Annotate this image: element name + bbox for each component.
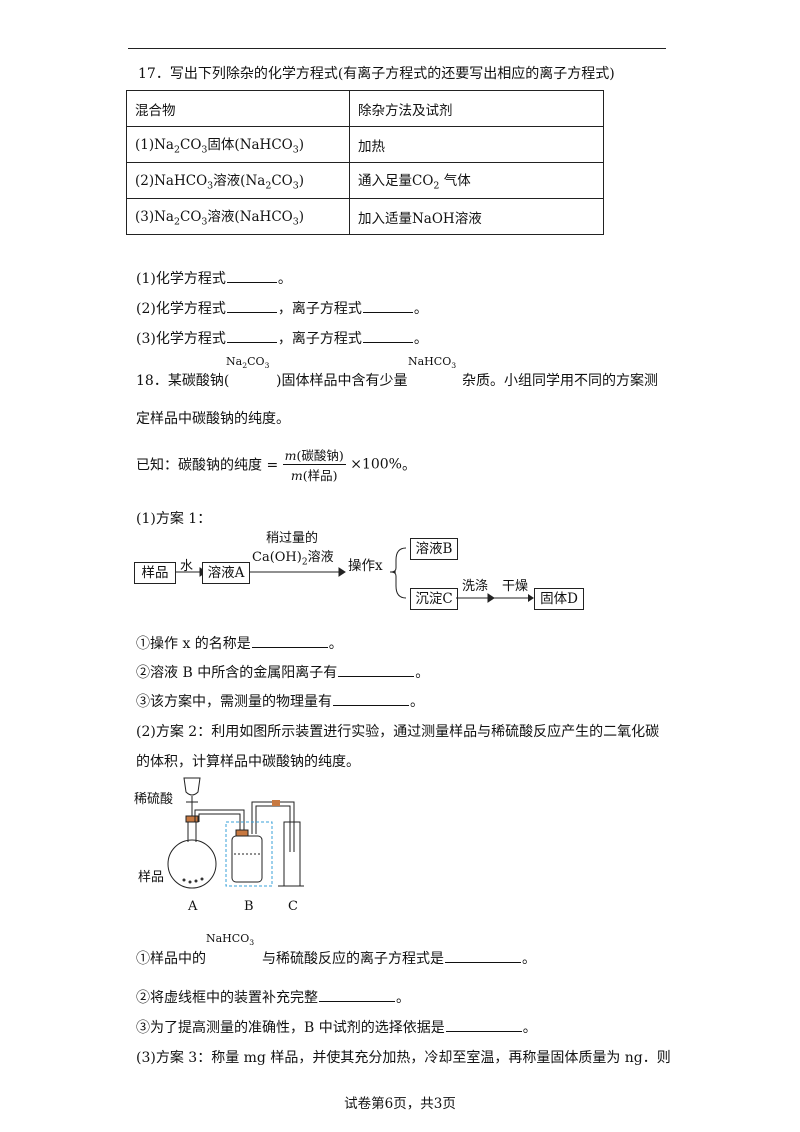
flow-solution-a-box: 溶液A xyxy=(202,562,250,584)
table-row: (3)Na2CO3溶液(NaHCO3) 加入适量NaOH溶液 xyxy=(126,198,604,235)
p1-q1: ①操作 x 的名称是。 xyxy=(136,633,343,653)
flow-wash-label: 洗涤 xyxy=(462,579,489,594)
q17-line-1: (1)化学方程式。 xyxy=(136,268,292,288)
formula-nahco3-2: NaHCO3 xyxy=(206,932,255,948)
q18-intro-c: 杂质。小组同学用不同的方案测 xyxy=(462,373,658,389)
answer-blank[interactable] xyxy=(226,268,277,283)
answer-blank[interactable] xyxy=(251,633,328,648)
label-dilute-acid: 稀硫酸 xyxy=(134,792,174,807)
answer-blank[interactable] xyxy=(226,328,277,343)
p2-q1-b: 与稀硫酸反应的离子方程式是。 xyxy=(262,948,536,968)
plan2-line1: (2)方案 2：利用如图所示装置进行实验，通过测量样品与稀硫酸反应产生的二氧化碳 xyxy=(136,724,660,740)
answer-blank[interactable] xyxy=(362,298,413,313)
q17-line-2: (2)化学方程式，离子方程式。 xyxy=(136,298,428,318)
plan1-label: (1)方案 1： xyxy=(136,511,212,527)
p1-q3: ③该方案中，需测量的物理量有。 xyxy=(136,691,424,711)
answer-blank[interactable] xyxy=(445,948,521,963)
label-sample: 样品 xyxy=(138,870,165,885)
q18-intro-b: )固体样品中含有少量 xyxy=(276,373,408,389)
cell-mixture: (1)Na2CO3固体(NaHCO3) xyxy=(126,126,350,163)
flow-dry-label: 干燥 xyxy=(502,579,529,594)
header-mixture: 混合物 xyxy=(126,90,350,127)
table-row: (1)Na2CO3固体(NaHCO3) 加热 xyxy=(126,126,604,163)
q18-intro-line2: 定样品中碳酸钠的纯度。 xyxy=(136,411,290,427)
answer-blank[interactable] xyxy=(319,987,395,1002)
q17-line-3: (3)化学方程式，离子方程式。 xyxy=(136,328,428,348)
top-rule xyxy=(128,48,666,49)
table-row: (2)NaHCO3溶液(Na2CO3) 通入足量CO2 气体 xyxy=(126,162,604,199)
apparatus-diagram xyxy=(167,777,304,889)
q17-title: 17．写出下列除杂的化学方程式(有离子方程式的还要写出相应的离子方程式) xyxy=(138,66,615,82)
flow-sample-box: 样品 xyxy=(134,562,176,584)
flow-reagent-top: 稍过量的 xyxy=(266,531,319,546)
p2-q1: ①样品中的 xyxy=(136,951,206,967)
purity-fraction: m(碳酸钠) m(样品) xyxy=(282,445,346,484)
plan2-line2: 的体积，计算样品中碳酸钠的纯度。 xyxy=(136,754,360,770)
cell-method: 通入足量CO2 气体 xyxy=(349,162,604,199)
flow-precipitate-c-box: 沉淀C xyxy=(410,588,458,610)
cell-mixture: (3)Na2CO3溶液(NaHCO3) xyxy=(126,198,350,235)
flow-arrow-wash xyxy=(456,594,534,602)
header-method: 除杂方法及试剂 xyxy=(349,90,604,127)
flow-operation-x: 操作x xyxy=(348,558,383,574)
label-B: B xyxy=(244,899,254,914)
flow-water-label: 水 xyxy=(180,559,194,574)
label-C: C xyxy=(288,899,298,914)
cell-method: 加入适量NaOH溶液 xyxy=(349,198,604,235)
page-footer: 试卷第6页，共3页 xyxy=(344,1096,456,1112)
plan3-text: (3)方案 3：称量 mg 样品，并使其充分加热，冷却至室温，再称量固体质量为 … xyxy=(136,1050,671,1066)
answer-blank[interactable] xyxy=(333,691,409,706)
answer-blank[interactable] xyxy=(362,328,413,343)
formula-na2co3: Na2CO3 xyxy=(226,355,270,371)
table-header-row: 混合物 除杂方法及试剂 xyxy=(126,90,604,127)
q17-table: 混合物 除杂方法及试剂 (1)Na2CO3固体(NaHCO3) 加热 (2)Na… xyxy=(126,90,604,235)
answer-blank[interactable] xyxy=(338,662,415,677)
purity-formula: 已知：碳酸钠的纯度 = m(碳酸钠) m(样品) ×100%。 xyxy=(136,445,416,484)
p2-q3: ③为了提高测量的准确性，B 中试剂的选择依据是。 xyxy=(136,1017,537,1037)
answer-blank[interactable] xyxy=(445,1017,522,1032)
flow-reagent: Ca(OH)2溶液 xyxy=(252,550,334,568)
q18-intro: 18．某碳酸钠( xyxy=(136,373,230,389)
label-A: A xyxy=(188,899,198,914)
p2-q2: ②将虚线框中的装置补充完整。 xyxy=(136,987,410,1007)
cell-mixture: (2)NaHCO3溶液(Na2CO3) xyxy=(126,162,350,199)
p1-q2: ②溶液 B 中所含的金属阳离子有。 xyxy=(136,662,429,682)
formula-nahco3: NaHCO3 xyxy=(408,355,457,371)
flow-solid-d-box: 固体D xyxy=(534,588,584,610)
cell-method: 加热 xyxy=(349,126,604,163)
answer-blank[interactable] xyxy=(226,298,277,313)
flow-solution-b-box: 溶液B xyxy=(410,538,458,560)
